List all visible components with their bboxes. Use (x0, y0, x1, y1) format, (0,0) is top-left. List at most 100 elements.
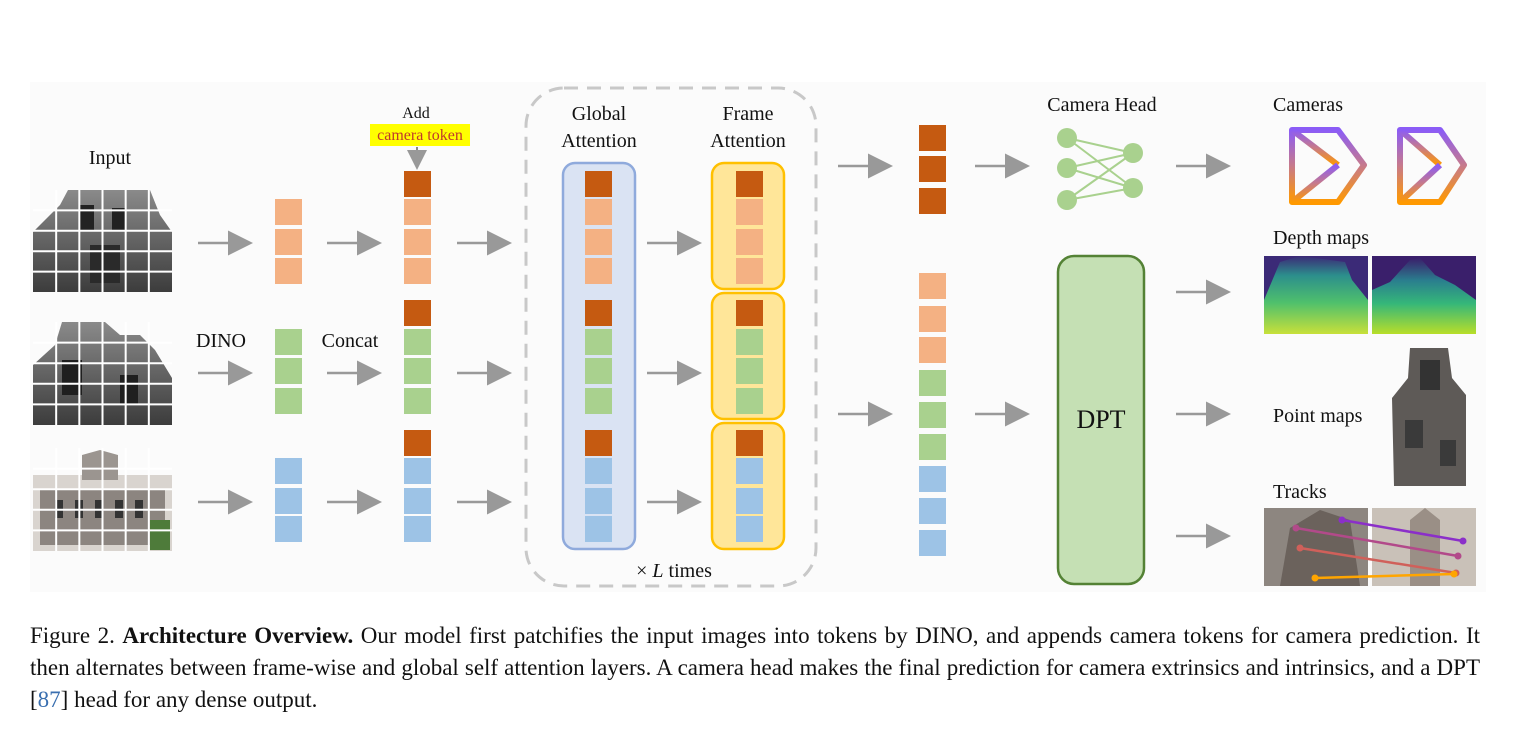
camera-frustum-icon-2 (1397, 127, 1467, 205)
to-attention-arrows (457, 230, 512, 515)
patch-token (736, 388, 763, 414)
patch-token (404, 458, 431, 484)
point-map-image (1392, 348, 1466, 486)
camera-token (404, 430, 431, 456)
patch-token (585, 458, 612, 484)
dpt-label: DPT (1076, 405, 1125, 434)
patch-token (404, 199, 431, 225)
camera-token (736, 430, 763, 456)
camera-token (585, 171, 612, 197)
patch-token (275, 229, 302, 255)
global-to-frame-arrows (647, 230, 702, 515)
patch-token (736, 488, 763, 514)
frame-attention-label-2: Attention (710, 130, 786, 152)
patch-token (919, 306, 946, 332)
frame-attention-label-1: Frame (722, 103, 773, 125)
caption-text-2: ] head for any dense output. (60, 687, 318, 712)
dino-label: DINO (196, 330, 246, 352)
dpt-head-box (1056, 254, 1146, 586)
head-output-arrows (1176, 153, 1231, 549)
patch-token (919, 466, 946, 492)
camera-token (736, 171, 763, 197)
caption-text-1: Our model first patchifies the input ima… (30, 623, 1481, 712)
patch-token (919, 498, 946, 524)
patch-token (404, 488, 431, 514)
patch-token (736, 229, 763, 255)
patch-token (919, 530, 946, 556)
caption-title: Architecture Overview. (122, 623, 354, 648)
camera-head-label: Camera Head (1047, 94, 1156, 116)
patch-token (275, 388, 302, 414)
patch-token (404, 329, 431, 355)
frame-attention-box-1 (710, 161, 786, 291)
output-tokens (919, 125, 946, 556)
patch-token (275, 516, 302, 542)
camera-token (919, 188, 946, 214)
camera-token (585, 430, 612, 456)
dino-tokens (275, 199, 302, 542)
point-maps-label: Point maps (1273, 405, 1363, 427)
global-attention-box (561, 161, 637, 551)
patch-token (404, 388, 431, 414)
patch-token (919, 434, 946, 460)
caption-citation-link[interactable]: 87 (37, 687, 61, 712)
add-label: Add (402, 105, 430, 122)
concat-arrows (327, 230, 382, 515)
global-attention-label-1: Global (572, 103, 627, 125)
concat-label: Concat (322, 330, 379, 352)
camera-token (919, 156, 946, 182)
patch-token (736, 199, 763, 225)
l-times-label: × L times (636, 560, 712, 582)
patch-token (275, 358, 302, 384)
patch-token (585, 199, 612, 225)
camera-token (736, 300, 763, 326)
patch-token (585, 516, 612, 542)
patch-token (585, 488, 612, 514)
patch-token (585, 329, 612, 355)
tracks-label: Tracks (1273, 481, 1327, 503)
patch-token (919, 370, 946, 396)
patch-token (404, 516, 431, 542)
patch-token (585, 358, 612, 384)
patch-token (585, 388, 612, 414)
patch-token (736, 329, 763, 355)
patch-token (585, 229, 612, 255)
depth-map-image-1 (1264, 256, 1368, 334)
input-label: Input (89, 147, 132, 169)
frame-attention-tokens (736, 171, 763, 542)
architecture-diagram: Input DINO Concat Add came (33, 86, 1476, 588)
patch-token (736, 258, 763, 284)
camera-token (585, 300, 612, 326)
frame-attention-box-2 (710, 291, 786, 421)
patch-token (275, 199, 302, 225)
l-times-box (524, 86, 818, 588)
patch-token (275, 488, 302, 514)
patch-token (585, 258, 612, 284)
depth-maps-label: Depth maps (1273, 227, 1369, 249)
patch-token (919, 402, 946, 428)
patch-token (404, 229, 431, 255)
track-lines (1292, 516, 1467, 582)
patch-token (404, 358, 431, 384)
global-attention-tokens (585, 171, 612, 542)
patch-token (736, 516, 763, 542)
camera-head-network (1057, 128, 1143, 210)
frame-attention-box-3 (710, 421, 786, 551)
camera-token (404, 171, 431, 197)
global-attention-label-2: Attention (561, 130, 637, 152)
camera-token-label: camera token (377, 127, 463, 144)
patch-token (736, 458, 763, 484)
patch-grid-lines (33, 190, 172, 551)
patch-token (404, 258, 431, 284)
patch-token (919, 273, 946, 299)
patch-token (275, 458, 302, 484)
camera-token (919, 125, 946, 151)
cameras-label: Cameras (1273, 94, 1343, 116)
figure-caption: Figure 2. Architecture Overview. Our mod… (30, 620, 1480, 716)
patch-token (275, 258, 302, 284)
camera-token-highlight (370, 124, 470, 146)
input-to-dino-arrows (198, 230, 253, 515)
caption-prefix: Figure 2. (30, 623, 115, 648)
concat-tokens (404, 171, 431, 542)
